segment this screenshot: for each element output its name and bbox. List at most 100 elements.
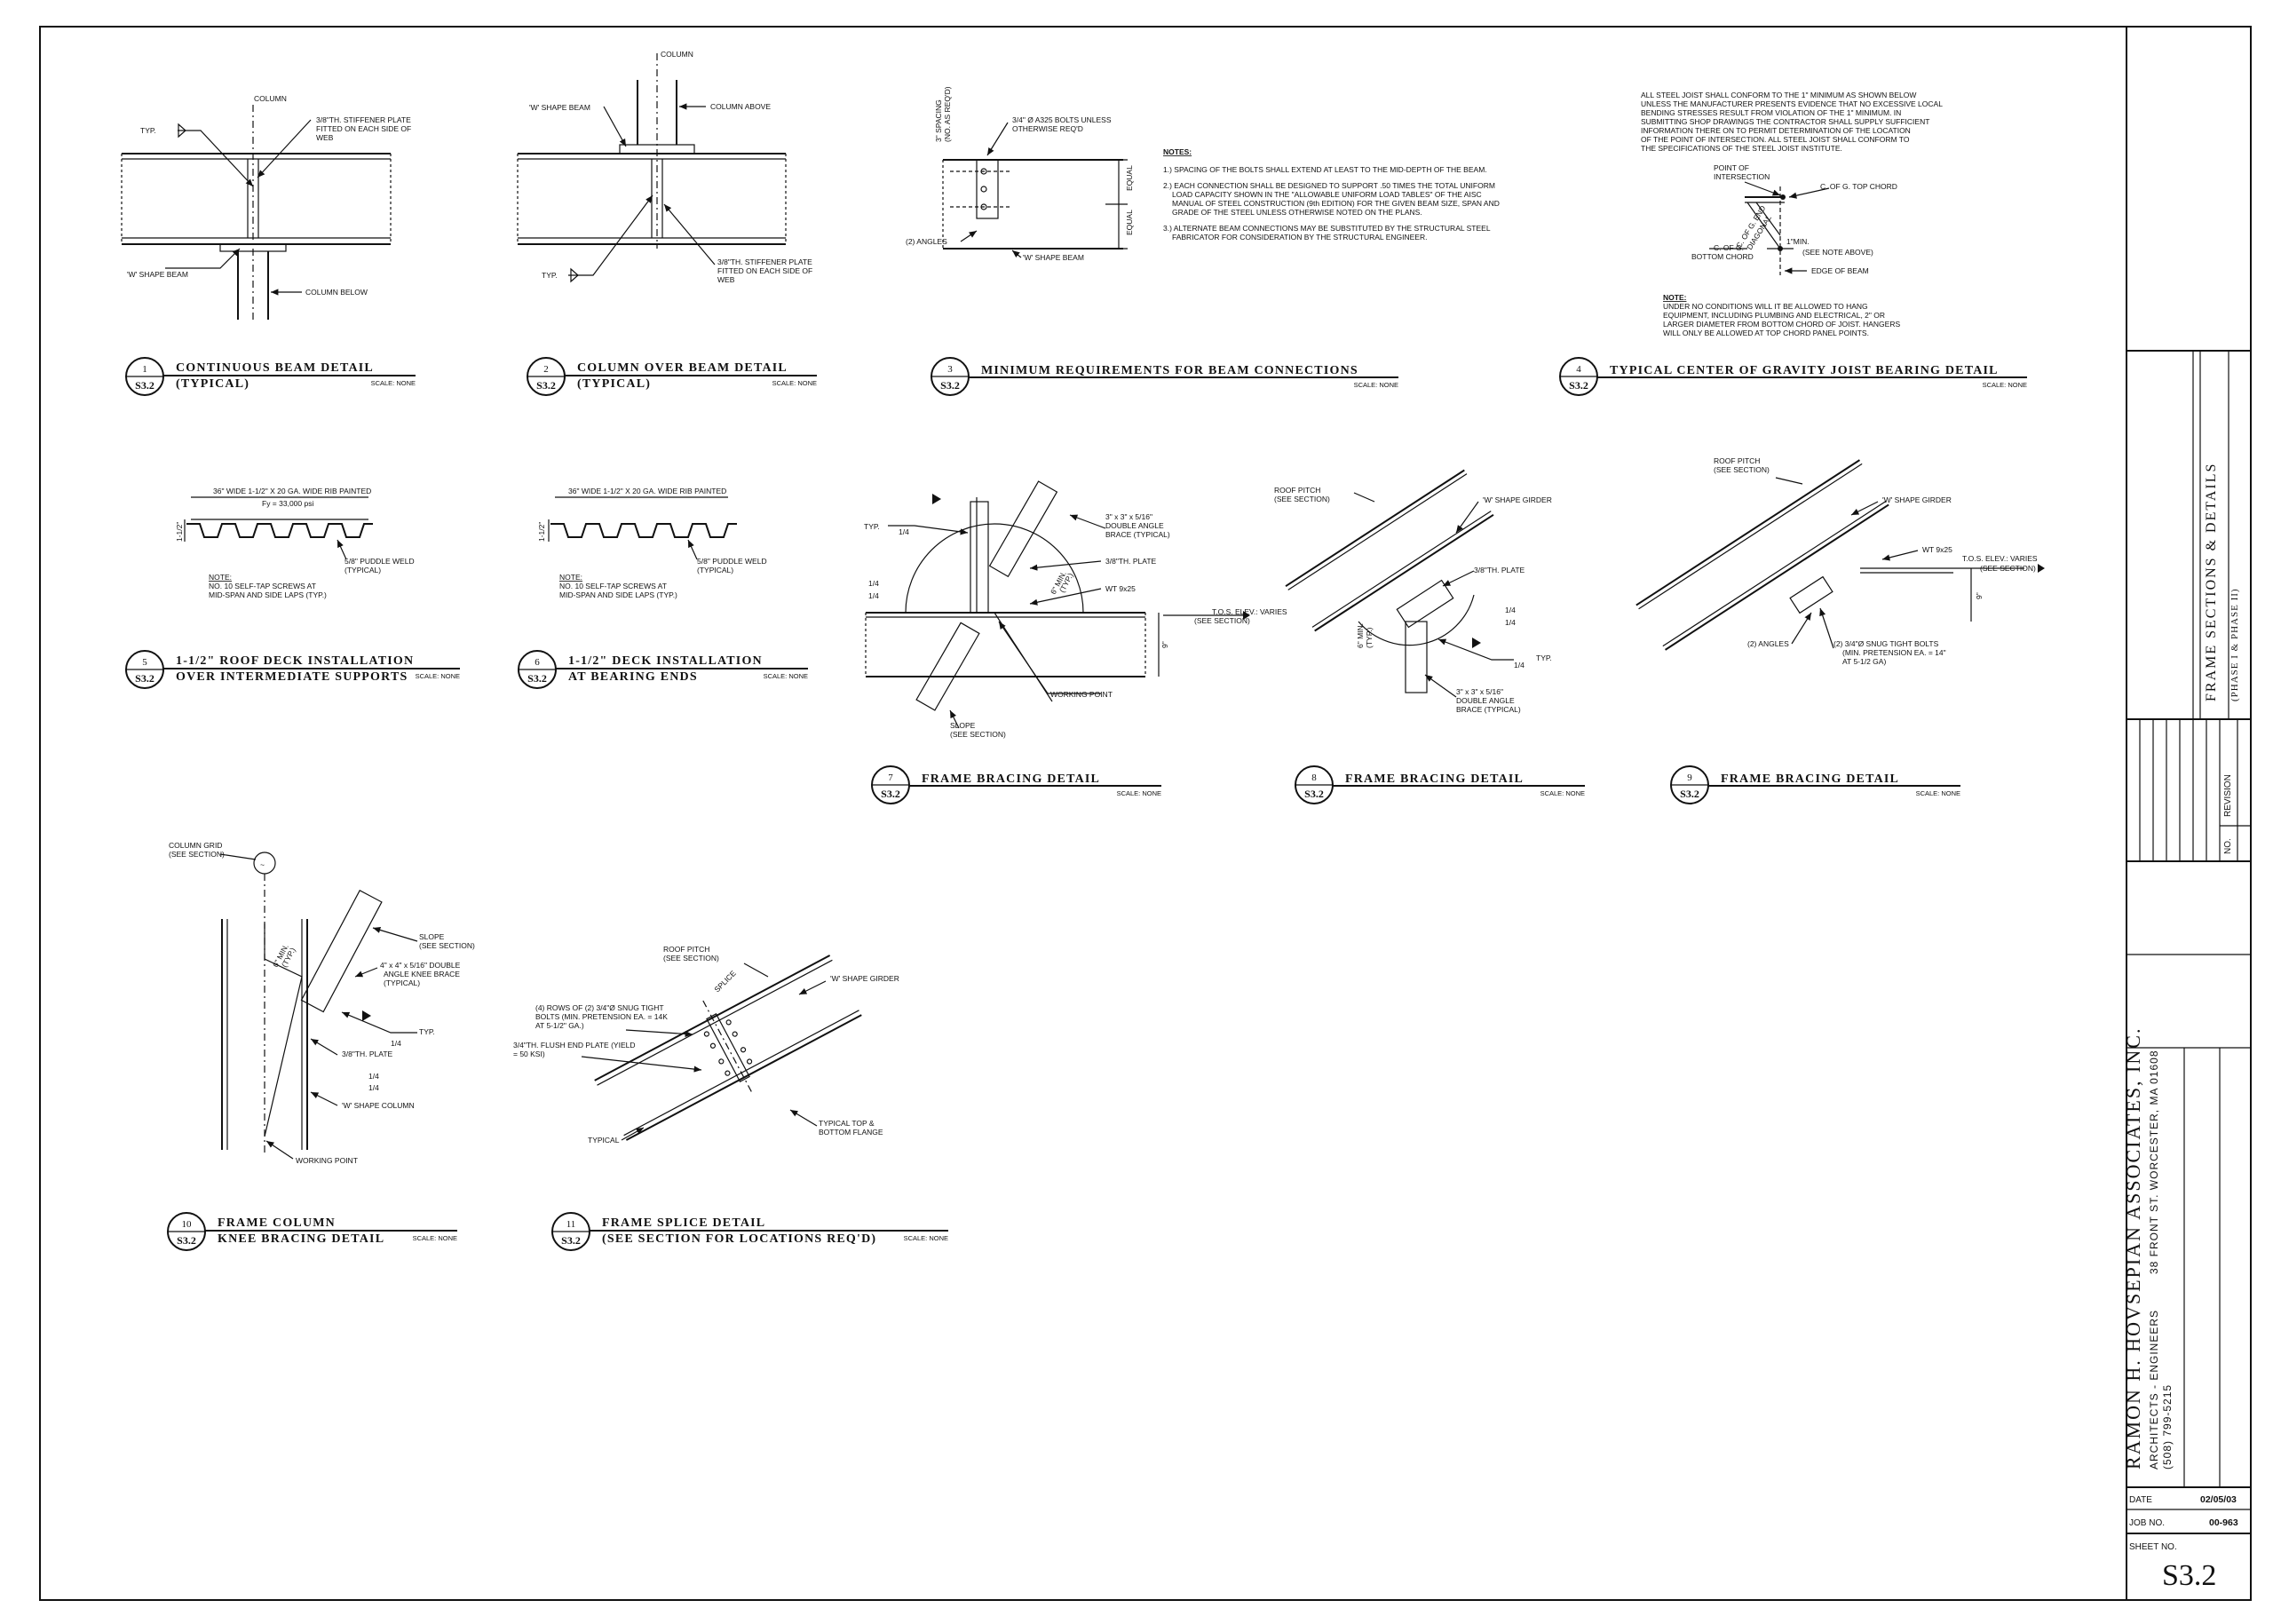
d3-note-2b: LOAD CAPACITY SHOWN IN THE "ALLOWABLE UN…	[1172, 190, 1482, 199]
detail-6-deck-bearing: 36" WIDE 1-1/2" X 20 GA. WIDE RIB PAINTE…	[537, 487, 767, 599]
firm-address: 38 FRONT ST. WORCESTER, MA 01608	[2148, 1050, 2160, 1274]
d7-nine-label: 9"	[1160, 641, 1169, 648]
d10-column-label: 'W' SHAPE COLUMN	[342, 1101, 415, 1110]
d8-weld-3: 1/4	[1514, 661, 1525, 669]
d10-slope-label-2: (SEE SECTION)	[419, 941, 475, 950]
d5-note-2: MID-SPAN AND SIDE LAPS (TYP.)	[209, 590, 327, 599]
d2-stiffener-label-2: FITTED ON EACH SIDE OF	[717, 266, 812, 275]
detail-7-frame-bracing: TYP. 1/4 1/4 1/4 3" x 3" x 5/16" DOUBLE …	[864, 480, 1287, 739]
detail-sheet-ref: S3.2	[536, 379, 556, 392]
detail-scale: SCALE: NONE	[1916, 789, 1960, 797]
d2-beam-label: 'W' SHAPE BEAM	[529, 103, 590, 112]
d4-intro-5: INFORMATION THERE ON TO PERMIT DETERMINA…	[1641, 126, 1911, 135]
detail-sheet-ref: S3.2	[940, 379, 960, 392]
d3-note-3: 3.) ALTERNATE BEAM CONNECTIONS MAY BE SU…	[1163, 224, 1491, 233]
d10-typ-label: TYP.	[419, 1027, 435, 1036]
d7-angle-label-3: BRACE (TYPICAL)	[1105, 530, 1170, 539]
d5-weld-label: 5/8" PUDDLE WELD	[345, 557, 415, 566]
detail-scale: SCALE: NONE	[416, 672, 460, 680]
d3-bolts-label-2: OTHERWISE REQ'D	[1012, 124, 1083, 133]
d10-weld-3: 1/4	[368, 1083, 379, 1092]
d8-girder-label: 'W' SHAPE GIRDER	[1483, 495, 1552, 504]
d5-note-title: NOTE:	[209, 573, 232, 582]
d4-edge-label: EDGE OF BEAM	[1811, 266, 1869, 275]
d8-weld-1: 1/4	[1505, 606, 1516, 614]
d3-note-2: 2.) EACH CONNECTION SHALL BE DESIGNED TO…	[1163, 181, 1495, 190]
revision-header: REVISION	[2223, 774, 2233, 817]
d10-angle-label: 4" x 4" x 5/16" DOUBLE	[380, 961, 461, 970]
d5-weld-label-2: (TYPICAL)	[345, 566, 381, 574]
d8-angle-label: 3" x 3" x 5/16"	[1456, 687, 1503, 696]
d11-rows-label-2: BOLTS (MIN. PRETENSION EA. = 14K	[535, 1012, 668, 1021]
detail-title-line-2: (SEE SECTION FOR LOCATIONS REQ'D)	[602, 1232, 876, 1246]
d1-beam-label: 'W' SHAPE BEAM	[127, 270, 188, 279]
detail-number: 1	[142, 364, 147, 375]
detail-number: 2	[543, 364, 549, 375]
d7-wp-label: WORKING POINT	[1050, 690, 1113, 699]
d9-tos-label-2: (SEE SECTION)	[1980, 564, 2036, 573]
d4-note-3: LARGER DIAMETER FROM BOTTOM CHORD OF JOI…	[1663, 320, 1900, 329]
d7-weld-1: 1/4	[899, 527, 909, 536]
detail-number: 6	[535, 657, 540, 668]
d10-grid-label-2: (SEE SECTION)	[169, 850, 225, 859]
d4-see-note-label: (SEE NOTE ABOVE)	[1802, 248, 1873, 257]
d7-slope-label-2: (SEE SECTION)	[950, 730, 1006, 739]
detail-2-column-over-beam: COLUMN 'W' SHAPE BEAM COLUMN ABOVE TYP. …	[517, 50, 812, 284]
d11-endplate-label: 3/4"TH. FLUSH END PLATE (YIELD	[513, 1041, 635, 1050]
detail-title-line-1: FRAME BRACING DETAIL	[1345, 772, 1524, 786]
d1-column-label: COLUMN	[254, 94, 287, 103]
d8-angle-label-3: BRACE (TYPICAL)	[1456, 705, 1521, 714]
detail-11-frame-splice: ROOF PITCH (SEE SECTION) SPLICE 'W' SHAP…	[513, 945, 899, 1145]
detail-title-line-1: FRAME COLUMN	[218, 1216, 336, 1230]
detail-1-continuous-beam: COLUMN 3/8"TH. STIFFENER PLATE FITTED ON…	[121, 94, 411, 320]
d11-pitch-label-2: (SEE SECTION)	[663, 954, 719, 963]
d8-pitch-label: ROOF PITCH	[1274, 486, 1320, 495]
d9-angles-label: (2) ANGLES	[1747, 639, 1789, 648]
detail-sheet-ref: S3.2	[135, 379, 154, 392]
d4-top-chord-label: C. OF G. TOP CHORD	[1820, 182, 1897, 191]
d3-equal-label-2: EQUAL	[1125, 210, 1134, 235]
d9-tos-label: T.O.S. ELEV.: VARIES	[1962, 554, 2038, 563]
d8-angle-label-2: DOUBLE ANGLE	[1456, 696, 1515, 705]
d2-column-above-label: COLUMN ABOVE	[710, 102, 771, 111]
d11-girder-label: 'W' SHAPE GIRDER	[830, 974, 899, 983]
sheet-subtitle: (PHASE I & PHASE II)	[2229, 588, 2240, 701]
sheet-title: FRAME SECTIONS & DETAILS	[2204, 463, 2219, 701]
detail-scale: SCALE: NONE	[1540, 789, 1585, 797]
d7-angle-label: 3" x 3" x 5/16"	[1105, 512, 1152, 521]
d10-weld-2: 1/4	[368, 1072, 379, 1081]
detail-title-line-1: FRAME SPLICE DETAIL	[602, 1216, 765, 1230]
d2-stiffener-label-3: WEB	[717, 275, 735, 284]
date-label: DATE	[2129, 1495, 2152, 1505]
d8-weld-2: 1/4	[1505, 618, 1516, 627]
firm-disciplines: ARCHITECTS - ENGINEERS	[2148, 1310, 2160, 1470]
d5-height-label: 1-1/2"	[175, 522, 184, 542]
d4-intro-2: UNLESS THE MANUFACTURER PRESENTS EVIDENC…	[1641, 99, 1943, 108]
d11-splice-label: SPLICE	[712, 969, 738, 994]
detail-scale: SCALE: NONE	[1117, 789, 1161, 797]
d11-flange-label: TYPICAL TOP &	[819, 1119, 875, 1128]
detail-10-knee-bracing: ~ COLUMN GRID (SEE SECTION) SLOPE (SEE S…	[169, 841, 475, 1165]
detail-number: 3	[947, 364, 953, 375]
detail-number: 7	[888, 772, 893, 783]
d10-slope-label: SLOPE	[419, 932, 445, 941]
detail-number: 8	[1311, 772, 1317, 783]
d6-note-1: NO. 10 SELF-TAP SCREWS AT	[559, 582, 667, 590]
d7-weld-2: 1/4	[868, 579, 879, 588]
d9-girder-label: 'W' SHAPE GIRDER	[1882, 495, 1952, 504]
detail-sheet-ref: S3.2	[177, 1234, 196, 1247]
d9-wt-label: WT 9x25	[1922, 545, 1952, 554]
detail-title-line-1: FRAME BRACING DETAIL	[1721, 772, 1899, 786]
detail-number: 4	[1576, 364, 1581, 375]
d1-typ-label: TYP.	[140, 126, 156, 135]
d3-equal-label-1: EQUAL	[1125, 165, 1134, 191]
d4-intro-3: BENDING STRESSES RESULT FROM VIOLATION O…	[1641, 108, 1901, 117]
detail-scale: SCALE: NONE	[764, 672, 808, 680]
detail-sheet-ref: S3.2	[1569, 379, 1588, 392]
